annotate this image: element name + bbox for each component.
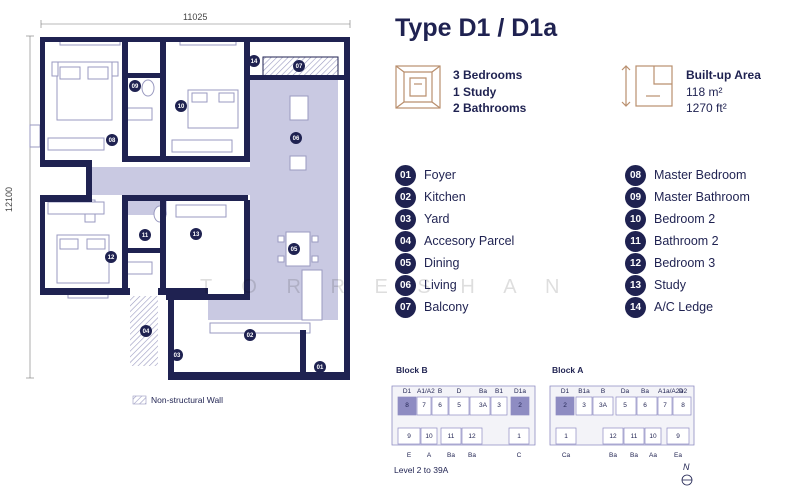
watermark: T O R R E S H A N [200,276,572,298]
plan-label-13: 13 [193,232,200,238]
plan-label-01: 01 [317,365,324,371]
block-b-title: Block B [396,365,428,375]
block-a-keyplan [549,385,695,446]
plan-label-06: 06 [293,136,300,142]
block-b-keyplan [391,385,536,446]
plan-label-12: 12 [108,255,115,261]
study-count: 1 Study [453,84,497,99]
area-label: Built-up Area [686,68,761,82]
page-title: Type D1 / D1a [395,14,558,42]
plan-label-03: 03 [174,353,181,359]
plan-label-09: 09 [132,84,139,90]
plan-label-08: 08 [109,138,116,144]
room-specs: 3 Bedrooms 1 Study 2 Bathrooms [453,67,526,117]
north-arrow-icon [681,474,693,486]
area-icon [621,65,673,107]
non-structural-wall-label: Non-structural Wall [151,395,223,405]
plan-label-11: 11 [142,233,149,239]
plan-label-10: 10 [178,104,185,110]
block-a-title: Block A [552,365,584,375]
bedroom-icon [395,65,441,109]
plan-label-02: 02 [247,333,254,339]
plan-label-05: 05 [291,247,298,253]
north-label: N [683,462,690,472]
height-dimension: 12100 [4,186,14,212]
hatch-swatch [132,395,147,405]
plan-label-07: 07 [296,64,303,70]
bathrooms-count: 2 Bathrooms [453,101,527,115]
width-dimension: 11025 [183,12,208,22]
plan-label-14: 14 [251,59,258,65]
area-m2: 118 m² [686,84,723,99]
structural-walls [40,37,350,380]
plan-label-04: 04 [143,329,150,335]
area-specs: Built-up Area 118 m² 1270 ft² [686,67,761,117]
level-label: Level 2 to 39A [394,465,449,475]
area-ft2: 1270 ft² [686,101,727,115]
bedrooms-count: 3 Bedrooms [453,68,523,82]
